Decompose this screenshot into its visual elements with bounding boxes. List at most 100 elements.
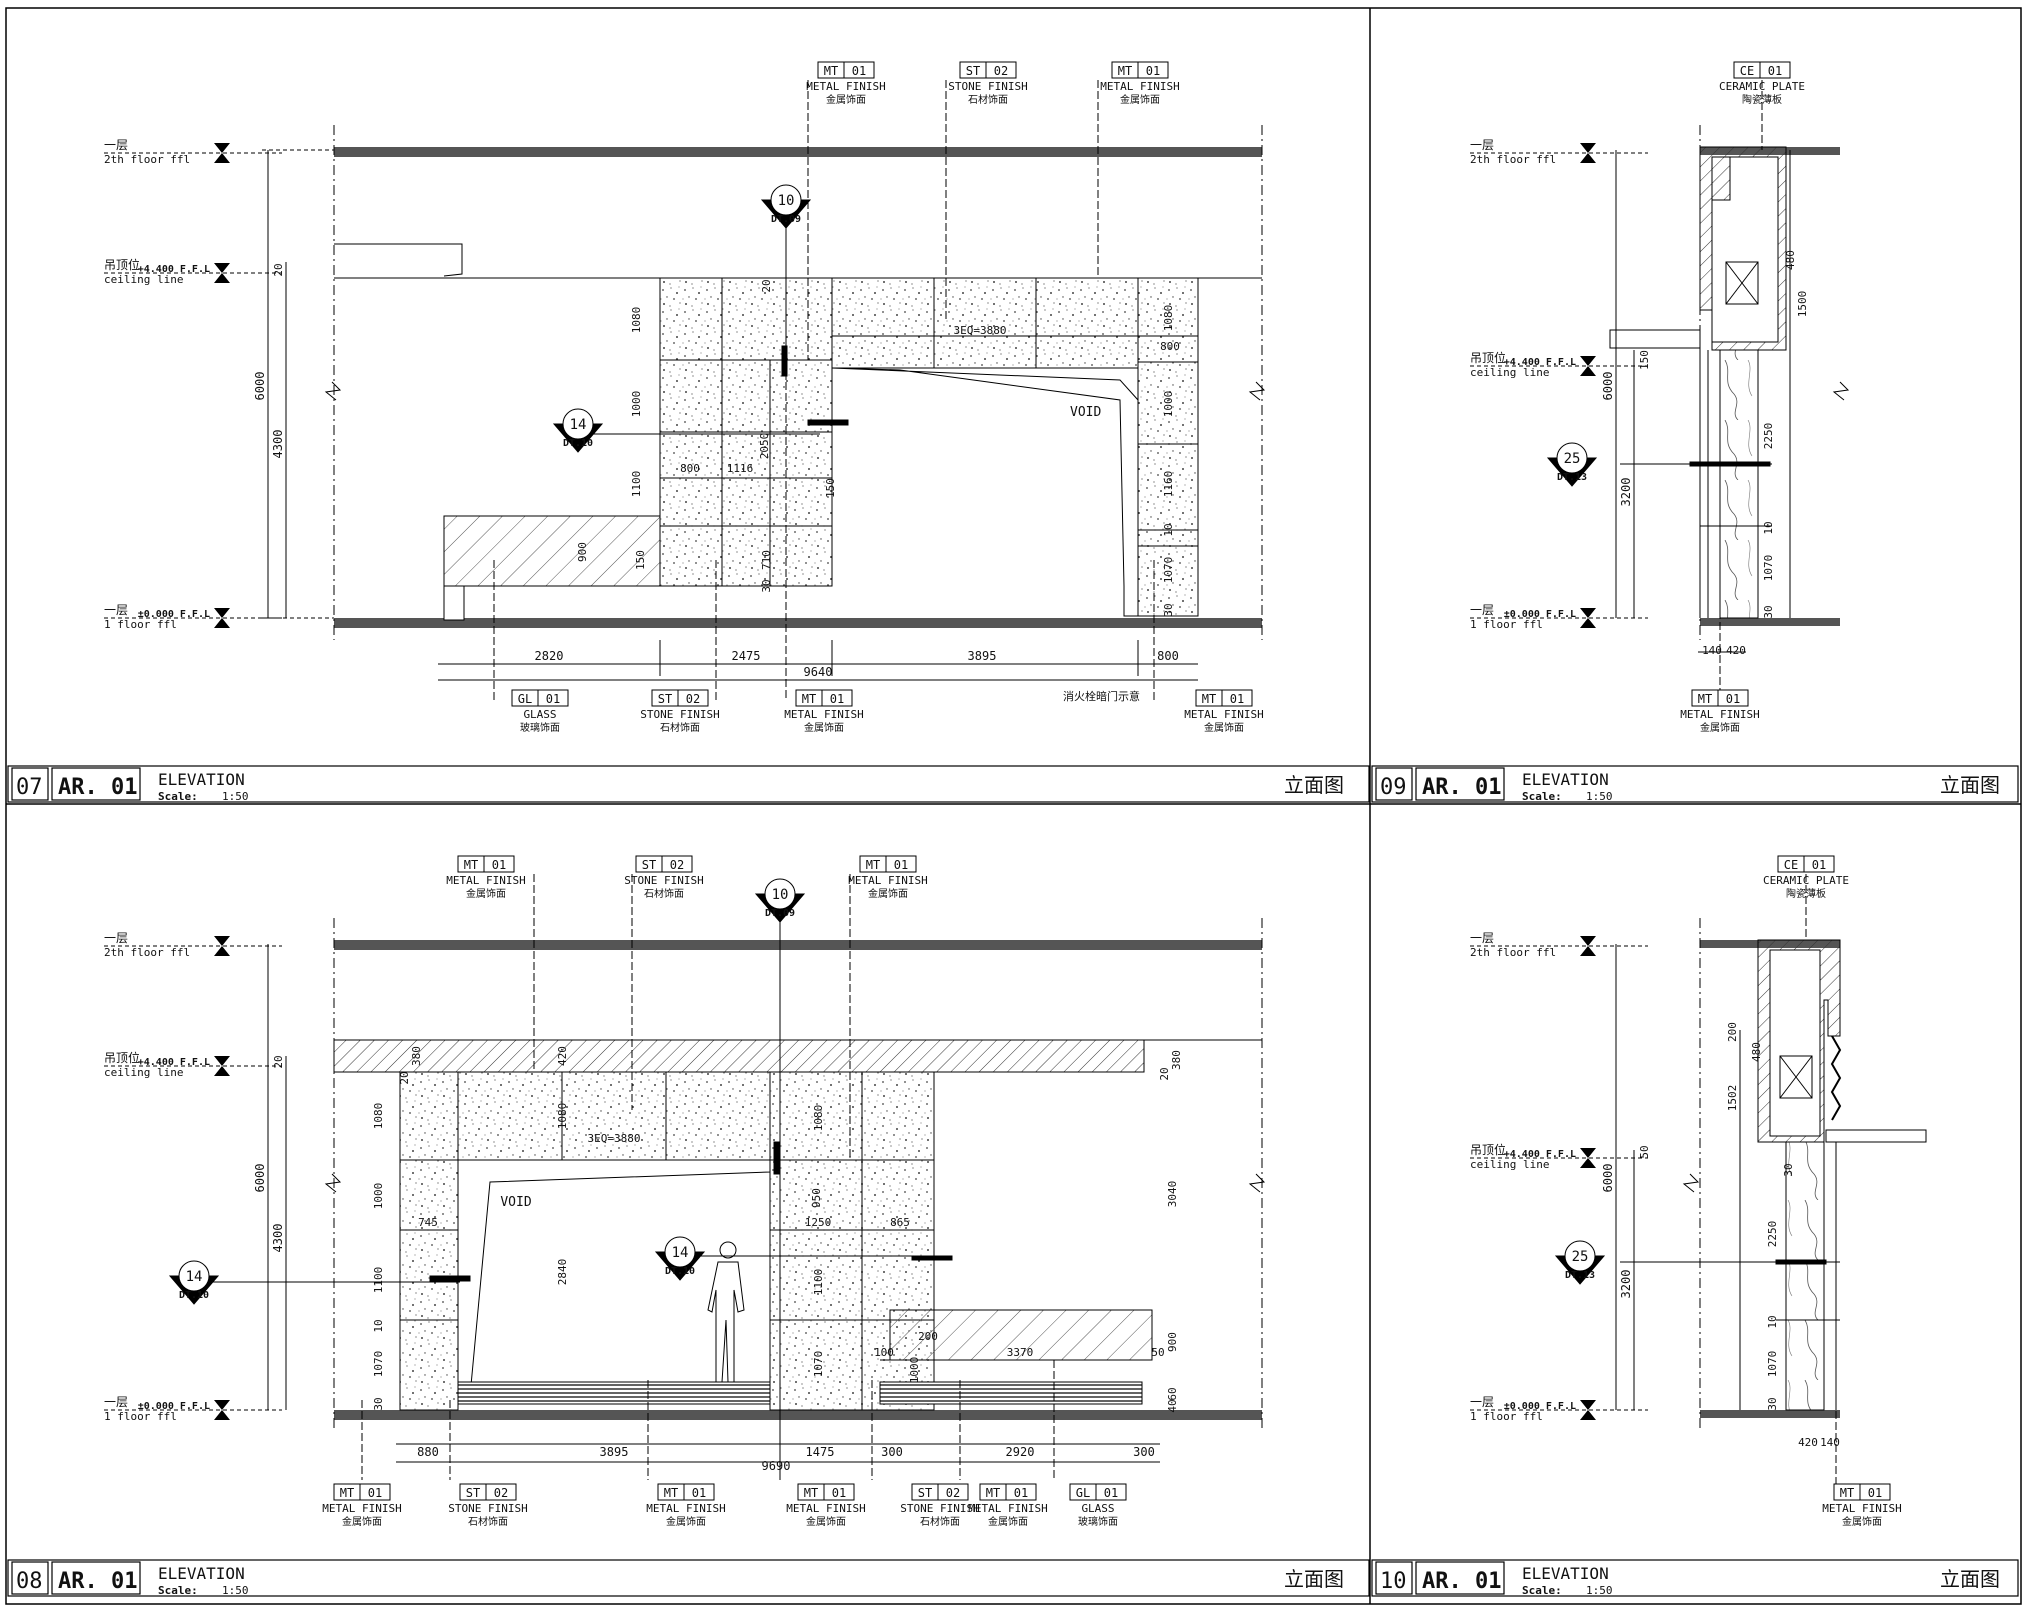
tag-code: CE [1740, 64, 1754, 78]
tag-material-en: METAL FINISH [1184, 708, 1263, 721]
level-value: +4.400 F.F.L [1504, 1149, 1576, 1160]
title-bar-10: 10 AR. 01 ELEVATION Scale: 1:50 立面图 [1371, 1559, 2019, 1597]
tag-material-en: STONE FINISH [624, 874, 703, 887]
tag-material-en: METAL FINISH [848, 874, 927, 887]
dimension-text: 800 [680, 462, 700, 475]
dimension-text: 6000 [253, 1164, 267, 1193]
tag-material-cn: 金属饰面 [1842, 1515, 1882, 1528]
dimension-text: 1100 [812, 1269, 825, 1296]
level-name-en: 1 floor ffl [104, 618, 177, 631]
level-name-en: 2th floor ffl [1470, 153, 1556, 166]
dimension-text: 300 [1133, 1445, 1155, 1459]
dimension-text: 30 [760, 579, 773, 592]
panel-title: ELEVATION [1522, 770, 1609, 789]
callout-ref: DT.10 [179, 1290, 209, 1301]
dimension-text: 1160 [1162, 471, 1175, 498]
tag-number: 01 [1146, 64, 1160, 78]
equal-spacing-label: 3EQ=3880 [588, 1132, 641, 1145]
dimension-text: 1500 [1796, 291, 1809, 318]
dimension-text: 4300 [271, 1224, 285, 1253]
tag-material-cn: 金属饰面 [666, 1515, 706, 1528]
tag-code: ST [918, 1486, 932, 1500]
tag-material-cn: 石材饰面 [920, 1515, 960, 1528]
tag-number: 01 [692, 1486, 706, 1500]
dimension-text: 3895 [600, 1445, 629, 1459]
dimension-text: 6000 [1601, 1164, 1615, 1193]
level-name-en: ceiling line [104, 273, 183, 286]
dimension-text: 1080 [556, 1103, 569, 1130]
dimension-text: 710 [760, 550, 773, 570]
tag-code: MT [1118, 64, 1132, 78]
tag-code: MT [866, 858, 880, 872]
dimension-text: 1000 [1162, 391, 1175, 418]
dimension-text: 2475 [732, 649, 761, 663]
tag-material-cn: 金属饰面 [988, 1515, 1028, 1528]
drawing-number: AR. 01 [1422, 775, 1501, 800]
panel-title: ELEVATION [158, 1564, 245, 1583]
tag-material-cn: 金属饰面 [1204, 721, 1244, 734]
tag-material-en: GLASS [523, 708, 556, 721]
tag-code: MT [1840, 1486, 1854, 1500]
dimension-text: 2050 [758, 433, 771, 460]
tag-code: ST [466, 1486, 480, 1500]
dimension-text: 2920 [1006, 1445, 1035, 1459]
dimension-text: 865 [890, 1216, 910, 1229]
panel-title: ELEVATION [158, 770, 245, 789]
dimension-text: 140 [1702, 644, 1722, 657]
dimension-text: 200 [918, 1330, 938, 1343]
dimension-text: 1080 [812, 1105, 825, 1132]
level-value: ±0.000 F.F.L [1504, 1401, 1576, 1412]
scale-value: 1:50 [1586, 1584, 1613, 1597]
tag-number: 01 [894, 858, 908, 872]
dimension-text: 140 [1820, 1436, 1840, 1449]
tag-material-en: STONE FINISH [448, 1502, 527, 1515]
equal-spacing-label: 3EQ=3880 [954, 324, 1007, 337]
dimension-text: 1000 [372, 1183, 385, 1210]
dimension-text: 50 [1638, 1145, 1651, 1158]
tag-number: 01 [1230, 692, 1244, 706]
tag-material-en: METAL FINISH [1680, 708, 1759, 721]
dimension-text: 1070 [812, 1351, 825, 1378]
dimension-text: 150 [824, 478, 837, 498]
tag-number: 02 [494, 1486, 508, 1500]
dimension-text: 1080 [1162, 305, 1175, 332]
dimension-text: 1080 [372, 1103, 385, 1130]
tag-code: MT [824, 64, 838, 78]
dimension-text: 800 [1157, 649, 1179, 663]
tag-code: MT [802, 692, 816, 706]
tag-material-en: METAL FINISH [786, 1502, 865, 1515]
dimension-text: 1070 [372, 1351, 385, 1378]
callout-number: 10 [778, 193, 795, 209]
tag-code: GL [1076, 1486, 1090, 1500]
dimension-text: 150 [1638, 350, 1651, 370]
tag-material-en: CERAMIC PLATE [1763, 874, 1849, 887]
sheet-frame [5, 7, 2022, 1605]
section-09 [1609, 80, 1850, 700]
dimension-text: 6000 [1601, 372, 1615, 401]
dimension-text: 10 [372, 1319, 385, 1332]
tag-material-cn: 石材饰面 [660, 721, 700, 734]
dimension-text: 300 [881, 1445, 903, 1459]
level-name-cn: 吊顶位 [1470, 1142, 1506, 1157]
tag-code: MT [464, 858, 478, 872]
dimension-text: 900 [576, 542, 589, 562]
tag-number: 01 [492, 858, 506, 872]
level-value: +4.400 F.F.L [138, 1057, 210, 1068]
level-value: ±0.000 F.F.L [138, 609, 210, 620]
tag-code: MT [1698, 692, 1712, 706]
tag-code: GL [518, 692, 532, 706]
tag-number: 02 [994, 64, 1008, 78]
panel-number: 07 [16, 775, 43, 800]
